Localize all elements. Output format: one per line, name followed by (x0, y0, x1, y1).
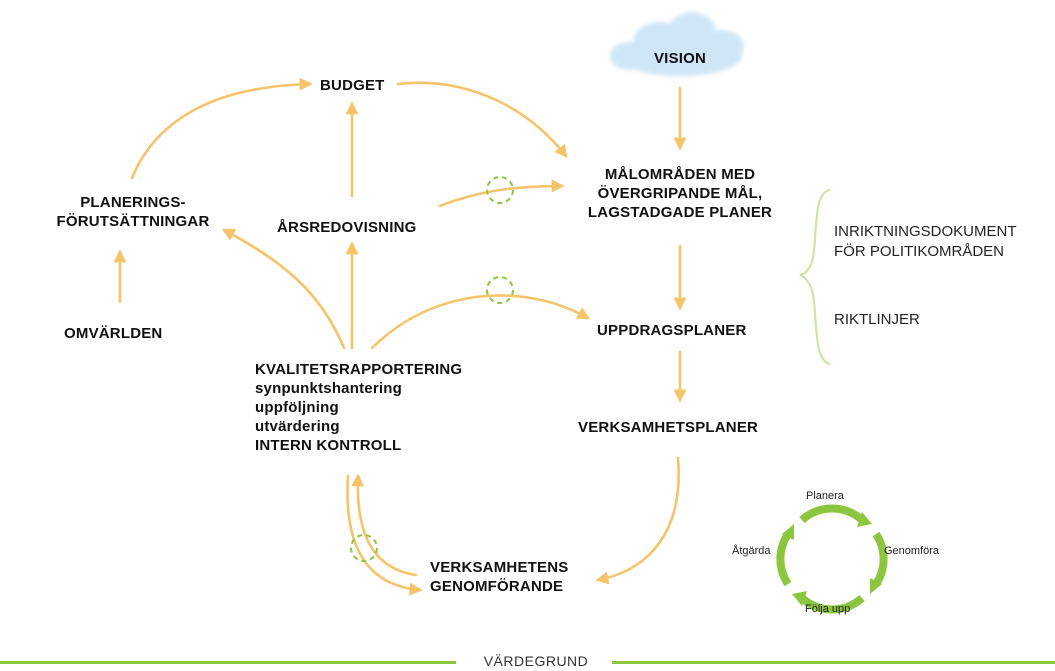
malomraden-line-3: LAGSTADGADE PLANER (587, 204, 773, 221)
vardegrund-bar: VÄRDEGRUND (0, 651, 1055, 671)
inriktning-line-1: INRIKTNINGSDOKUMENT (834, 223, 1017, 240)
cycle-ring-icon (486, 276, 514, 304)
arrow-genomforande-to-kvalitet (351, 473, 418, 577)
arrow-budget-to-malomraden (396, 81, 568, 159)
curly-bracket (799, 189, 831, 365)
malomraden-line-1: MÅLOMRÅDEN MED (604, 166, 756, 183)
arrow-verksamhetsplaner-to-genomforande (595, 456, 680, 585)
node-malomraden: MÅLOMRÅDEN MED ÖVERGRIPANDE MÅL, LAGSTAD… (560, 165, 800, 222)
kvalitet-line-1: KVALITETSRAPPORTERING (255, 361, 463, 378)
pdca-cycle-icon (776, 504, 888, 614)
arrow-kvalitet-to-genomforande (346, 474, 423, 596)
node-arsredovisning: ÅRSREDOVISNING (277, 219, 417, 236)
node-planerings: PLANERINGS- FÖRUTSÄTTNINGAR (48, 193, 218, 231)
cloud-icon (610, 12, 744, 76)
arrow-planerings-to-budget (130, 77, 313, 180)
node-genomforande: VERKSAMHETENS GENOMFÖRANDE (430, 558, 568, 596)
vardegrund-line-left (0, 661, 456, 664)
kvalitet-line-4: utvärdering (255, 418, 340, 435)
cycle-atgarda: Åtgärda (732, 545, 771, 557)
bracket-riktlinjer: RIKTLINJER (834, 311, 920, 328)
node-budget: BUDGET (320, 77, 385, 94)
arrow-arsredovisning-to-malomraden (438, 179, 565, 208)
node-verksamhetsplaner: VERKSAMHETSPLANER (578, 419, 759, 436)
cycle-ring-icon (486, 176, 514, 204)
arrow-kvalitet-to-uppdragsplaner (370, 294, 591, 350)
genomforande-line-2: GENOMFÖRANDE (430, 578, 564, 595)
node-uppdragsplaner: UPPDRAGSPLANER (597, 322, 747, 339)
node-omvarlden: OMVÄRLDEN (64, 325, 163, 342)
vardegrund-line-right (612, 661, 1055, 664)
node-kvalitet: KVALITETSRAPPORTERING synpunktshantering… (255, 360, 462, 455)
malomraden-line-2: ÖVERGRIPANDE MÅL, (597, 185, 763, 202)
kvalitet-line-2: synpunktshantering (255, 380, 402, 397)
kvalitet-line-5: INTERN KONTROLL (255, 437, 402, 454)
cycle-planera: Planera (806, 490, 844, 502)
cycle-folja-upp: Följa upp (805, 603, 851, 615)
genomforande-line-1: VERKSAMHETENS (430, 559, 569, 576)
bracket-inriktning: INRIKTNINGSDOKUMENT FÖR POLITIKOMRÅDEN (834, 222, 1017, 262)
cycle-ring-icon (350, 534, 378, 562)
kvalitet-line-3: uppföljning (255, 399, 339, 416)
arrow-kvalitet-to-planerings (221, 228, 346, 350)
planerings-line-1: PLANERINGS- (80, 194, 186, 211)
cycle-genomfora: Genomföra (884, 545, 940, 557)
inriktning-line-2: FÖR POLITIKOMRÅDEN (834, 243, 1005, 260)
vardegrund-label: VÄRDEGRUND (483, 653, 589, 669)
node-vision: VISION (653, 50, 707, 67)
planerings-line-2: FÖRUTSÄTTNINGAR (56, 213, 210, 230)
